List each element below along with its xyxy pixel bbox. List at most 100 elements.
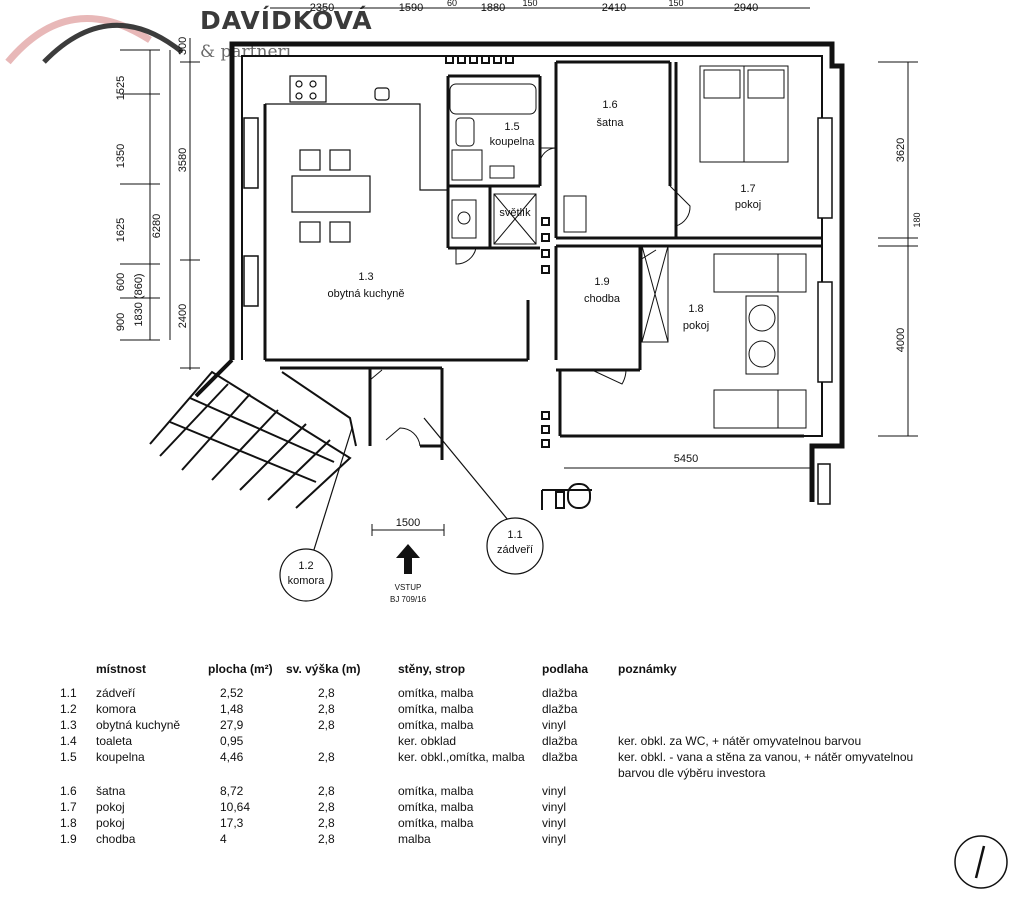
table-row: 1.2 komora 1,48 2,8 omítka, malba dlažba — [0, 702, 1024, 717]
col-header-room: místnost — [96, 662, 147, 676]
row-walls: malba — [398, 832, 431, 846]
row-height: 2,8 — [318, 702, 335, 716]
room-1-2-callout — [279, 548, 333, 602]
wardrobe-icon — [641, 245, 669, 343]
table-row: 1.1 zádveří 2,52 2,8 omítka, malba dlažb… — [0, 686, 1024, 701]
dim-top-5: 150 — [522, 0, 537, 8]
row-number: 1.5 — [60, 750, 77, 764]
table-row: 1.5 koupelna 4,46 2,8 ker. obkl.,omítka,… — [0, 750, 1024, 780]
dim-left-total: 6280 — [151, 214, 163, 238]
row-area: 4,46 — [220, 750, 244, 764]
row-room: chodba — [96, 832, 136, 846]
dim-top-7: 150 — [668, 0, 683, 8]
bathroom-fixtures — [449, 83, 537, 245]
dimension-lines — [120, 7, 918, 536]
row-area: 0,95 — [220, 734, 244, 748]
room-1-2-callout-number: 1.2 — [298, 560, 313, 572]
room-1-2-callout-name: komora — [288, 575, 326, 587]
dim-inner-1: 300 — [177, 37, 189, 55]
row-area: 17,3 — [220, 816, 244, 830]
row-floor: dlažba — [542, 702, 578, 716]
row-walls: omítka, malba — [398, 686, 474, 700]
dim-right-2: 180 — [912, 212, 922, 227]
outer-walls — [194, 41, 845, 502]
row-height: 2,8 — [318, 718, 335, 732]
row-number: 1.6 — [60, 784, 77, 798]
windows — [243, 117, 833, 505]
room-1-9-name: chodba — [584, 293, 621, 305]
col-header-walls: stěny, strop — [398, 662, 466, 676]
bathtub-icon — [449, 83, 537, 115]
floor-plan: 1.3 obytná kuchyně 1.5 koupelna 1.6 šatn… — [115, 0, 922, 604]
sink-icon — [374, 87, 390, 101]
table-row: 1.8 pokoj 17,3 2,8 omítka, malba vinyl — [0, 816, 1024, 831]
row-walls: ker. obkl.,omítka, malba — [398, 750, 525, 764]
room-1-5-name: koupelna — [490, 136, 536, 148]
room-1-1-callout-name: zádveří — [497, 544, 533, 556]
row-walls: omítka, malba — [398, 718, 474, 732]
row-floor: vinyl — [542, 800, 567, 814]
staircase — [149, 359, 357, 509]
col-header-floor: podlaha — [542, 662, 589, 676]
col-header-notes: poznámky — [618, 662, 677, 676]
callout-leader-1-2 — [311, 427, 353, 557]
toilet-icon — [451, 199, 477, 239]
col-header-height: sv. výška (m) — [286, 662, 361, 676]
room-furniture — [563, 65, 807, 429]
interior-walls — [263, 60, 822, 460]
room-1-3-number: 1.3 — [358, 271, 373, 283]
row-height: 2,8 — [318, 816, 335, 830]
dim-top-2: 1590 — [399, 2, 423, 14]
bed-icon-2 — [713, 389, 807, 429]
bed-icon — [713, 253, 807, 293]
table-row: 1.4 toaleta 0,95 ker. obklad dlažba ker.… — [0, 734, 1024, 749]
entrance-arrow-icon — [396, 544, 420, 574]
row-floor: dlažba — [542, 686, 578, 700]
skylight-icon — [493, 193, 537, 245]
row-height: 2,8 — [318, 784, 335, 798]
company-logo: DAVÍDKOVÁ & partneři — [0, 0, 380, 70]
dim-left-1: 1525 — [115, 76, 127, 100]
row-floor: dlažba — [542, 734, 578, 748]
dim-left-2: 1350 — [115, 144, 127, 168]
row-room: komora — [96, 702, 137, 716]
skylight-label: světlík — [499, 207, 531, 219]
row-room: obytná kuchyně — [96, 718, 181, 732]
row-note: ker. obkl. za WC, + nátěr omyvatelnou ba… — [618, 734, 862, 748]
logo-name: DAVÍDKOVÁ — [200, 6, 373, 35]
row-area: 10,64 — [220, 800, 251, 814]
ventilation-ducts — [445, 55, 550, 448]
dim-top-6: 2410 — [602, 2, 626, 14]
room-1-6-number: 1.6 — [602, 99, 617, 111]
dim-top-1: 2350 — [310, 2, 334, 14]
room-1-1-callout — [486, 517, 544, 575]
room-1-8-name: pokoj — [683, 320, 709, 332]
row-number: 1.7 — [60, 800, 77, 814]
row-floor: vinyl — [542, 832, 567, 846]
row-room: pokoj — [96, 816, 125, 830]
dim-inner-2: 3580 — [177, 148, 189, 172]
row-height: 2,8 — [318, 750, 335, 764]
row-number: 1.4 — [60, 734, 77, 748]
dim-inner-3: 2400 — [177, 304, 189, 328]
room-1-7-number: 1.7 — [740, 183, 755, 195]
dim-top-4: 1880 — [481, 2, 505, 14]
row-height: 2,8 — [318, 800, 335, 814]
dim-left-3: 1625 — [115, 218, 127, 242]
dim-right-1: 3620 — [895, 138, 907, 162]
row-number: 1.3 — [60, 718, 77, 732]
row-floor: vinyl — [542, 784, 567, 798]
col-header-area: plocha (m²) — [208, 662, 273, 676]
row-room: toaleta — [96, 734, 133, 748]
row-number: 1.1 — [60, 686, 77, 700]
row-floor: dlažba — [542, 750, 578, 764]
washbasin-icon — [455, 117, 475, 147]
dim-entry: 1500 — [396, 517, 420, 529]
row-walls: omítka, malba — [398, 816, 474, 830]
kitchen-furniture — [265, 75, 448, 243]
table-row: 1.9 chodba 4 2,8 malba vinyl — [0, 832, 1024, 847]
row-number: 1.8 — [60, 816, 77, 830]
dim-right-3: 4000 — [895, 328, 907, 352]
stove-icon — [289, 75, 327, 103]
room-1-5-number: 1.5 — [504, 121, 519, 133]
